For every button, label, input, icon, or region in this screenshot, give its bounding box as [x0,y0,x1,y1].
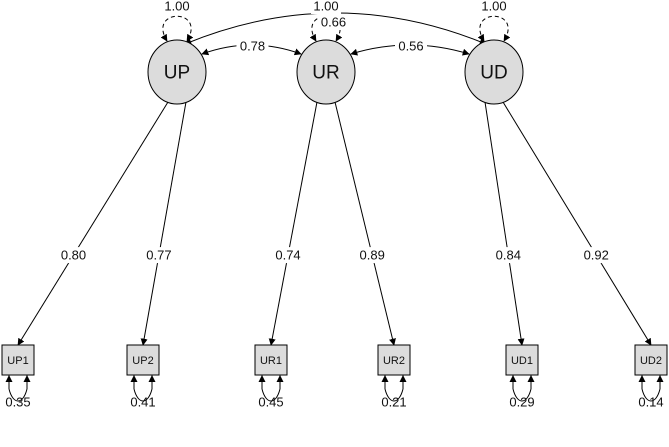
residual-label-ur1: 0.45 [258,395,283,410]
loading-label-ud1-bg [493,247,524,264]
residual-arrowhead-left-ur2 [381,375,389,382]
loading-path-ud2 [502,101,652,346]
loading-label-ur2-bg [357,247,388,264]
residual-arrowhead-left-ud1 [509,375,517,382]
residual-arrowhead-left-ud2 [638,375,646,382]
loading-label-up1: 0.80 [61,248,86,263]
loading-path-up2 [140,101,187,346]
indicator-node-ur2 [377,344,411,376]
indicator-label-ur1: UR1 [260,355,282,367]
loading-path-ur2 [334,101,396,346]
residual-label-up2: 0.41 [130,395,155,410]
residual-arrowhead-left-up1 [5,375,13,382]
indicator-label-up1: UP1 [7,355,28,367]
indicator-label-up2: UP2 [132,355,153,367]
indicator-node-ud2 [634,344,668,376]
loading-label-up2-bg [143,247,174,264]
indicator-node-up2 [126,344,160,376]
latent-node-up [147,39,207,105]
residual-arrowhead-right-up1 [23,375,31,382]
latent-label-ur: UR [312,63,339,84]
loading-path-ud1 [484,101,525,346]
residual-arrowhead-left-up2 [130,375,138,382]
latent-node-ud [464,39,524,105]
variance-label-ur: 1.00 [313,0,338,14]
residual-arrowhead-left-ur1 [258,375,266,382]
variance-loop-up [160,15,194,42]
loading-label-ur2: 0.89 [360,248,385,263]
covariance-label-ur-ud: 0.56 [398,39,423,54]
variance-label-up: 1.00 [164,0,189,14]
loading-label-ud2: 0.92 [584,248,609,263]
variance-label-ud-bg [479,0,509,14]
covariance-label-up-ud-bg [317,14,350,30]
residual-arrowhead-right-ud1 [527,375,535,382]
residual-label-ud1: 0.29 [509,395,534,410]
residual-arrowhead-right-ur2 [399,375,407,382]
covariance-label-ur-ud-bg [395,38,427,54]
variance-loop-ud [477,15,511,42]
loading-label-ud1: 0.84 [496,248,521,263]
variance-label-up-bg [162,0,192,14]
covariance-label-up-ur: 0.78 [240,39,265,54]
loading-path-up1 [17,101,169,346]
covariance-label-up-ur-bg [236,38,269,54]
residual-label-ud2: 0.14 [638,395,663,410]
residual-arrowhead-right-up2 [148,375,156,382]
indicator-label-ud1: UD1 [511,355,533,367]
variance-label-ur-bg [311,0,341,14]
latent-label-up: UP [164,63,190,84]
indicator-node-ur1 [254,344,288,376]
latent-node-ur [296,39,356,105]
residual-label-ur2: 0.21 [381,395,406,410]
variance-label-ud: 1.00 [481,0,506,14]
indicator-label-ud2: UD2 [640,355,662,367]
loading-path-ur1 [268,101,318,346]
nodes-layer [1,39,668,376]
loading-label-ud2-bg [581,247,612,264]
residual-arrowhead-right-ud2 [656,375,664,382]
residual-label-up1: 0.35 [5,395,30,410]
indicator-node-ud1 [505,344,539,376]
loading-label-ur1: 0.74 [275,248,300,263]
loading-label-ur1-bg [273,247,304,264]
indicator-node-up1 [1,344,35,376]
latent-label-ud: UD [480,63,507,84]
loading-label-up2: 0.77 [146,248,171,263]
indicator-label-ur2: UR2 [383,355,405,367]
covariance-label-up-ud: 0.66 [321,15,346,30]
variance-loop-ur [309,15,343,42]
residual-arrowhead-right-ur1 [276,375,284,382]
loading-label-up1-bg [58,247,89,264]
